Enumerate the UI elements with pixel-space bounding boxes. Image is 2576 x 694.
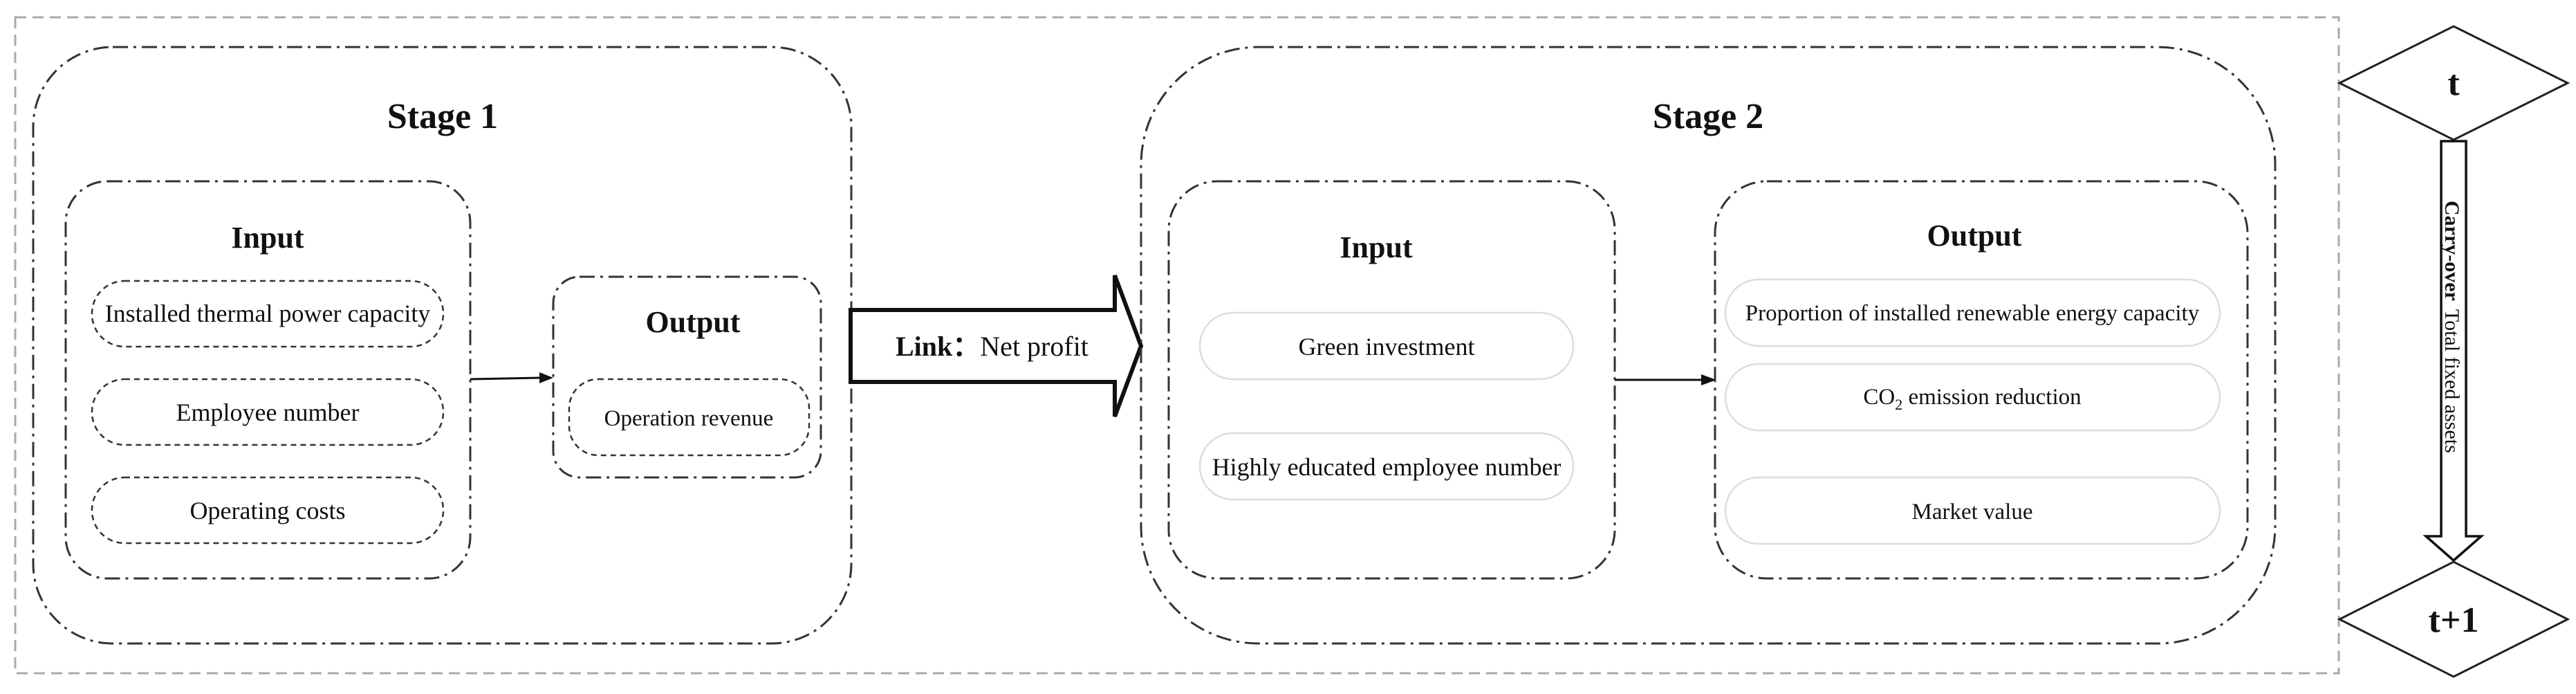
time-t-next-diamond <box>2337 560 2570 678</box>
stage2-output-item-box <box>1724 363 2221 432</box>
stage2-box <box>1140 46 2277 645</box>
stage1-output-item-box <box>568 378 810 457</box>
stage2-output-item: Proportion of installed renewable energy… <box>1745 301 2200 326</box>
time-t-diamond <box>2337 25 2570 141</box>
carryover-arrow <box>2422 140 2485 563</box>
stage2-input-item: Green investment <box>1299 333 1475 360</box>
stage1-input-item-box <box>91 378 445 446</box>
carryover-text: Carry-overTotal fixed assets <box>2440 201 2463 453</box>
stage2-input-item: Highly educated employee number <box>1212 453 1562 481</box>
stage1-flow-arrow <box>470 376 541 381</box>
stage1-output-panel <box>552 275 822 479</box>
stage1-box <box>32 46 853 645</box>
co2-subscript: 2 <box>1895 396 1902 413</box>
stage1-input-item-box <box>91 280 445 348</box>
stage1-input-item-box <box>91 476 445 545</box>
stage2-flow-arrowhead <box>1701 374 1716 385</box>
stage1-output-title: Output <box>646 305 741 339</box>
time-t-next-label: t+1 <box>2429 601 2479 640</box>
stage1-input-item: Employee number <box>176 399 360 426</box>
stage1-input-title: Input <box>231 221 304 255</box>
outer-frame <box>14 16 2340 675</box>
stage2-input-item-box <box>1198 311 1575 381</box>
stage2-output-title: Output <box>1927 219 2022 253</box>
link-arrow <box>849 274 1144 418</box>
stage2-input-item-box <box>1198 432 1575 501</box>
co2-base: CO <box>1863 385 1895 410</box>
stage1-input-panel <box>64 180 472 580</box>
stage2-output-item-co2: CO2 emission reduction <box>1863 385 2081 413</box>
stage1-flow-arrowhead <box>539 372 553 383</box>
stage1-title: Stage 1 <box>387 97 498 136</box>
stage1-input-item: Installed thermal power capacity <box>105 300 431 327</box>
stage1-input-item: Operating costs <box>190 497 346 524</box>
stage2-output-item-box <box>1724 278 2221 347</box>
stage2-output-item-box <box>1724 476 2221 545</box>
stage2-output-item: Market value <box>1911 500 2032 524</box>
co2-rest <box>1902 385 1908 410</box>
stage1-output-item: Operation revenue <box>604 406 774 431</box>
carryover-value: Total fixed assets <box>2440 309 2463 453</box>
time-t-label: t <box>2447 64 2460 103</box>
stage2-title: Stage 2 <box>1653 97 1763 136</box>
emission-reduction-text: emission reduction <box>1908 385 2081 410</box>
stage2-output-panel <box>1714 180 2249 580</box>
link-text: Link：Net profit <box>896 331 1088 362</box>
link-label: Link： <box>896 331 980 362</box>
link-value: Net profit <box>980 331 1088 362</box>
stage2-input-title: Input <box>1340 230 1413 264</box>
carryover-label: Carry-over <box>2440 201 2463 301</box>
